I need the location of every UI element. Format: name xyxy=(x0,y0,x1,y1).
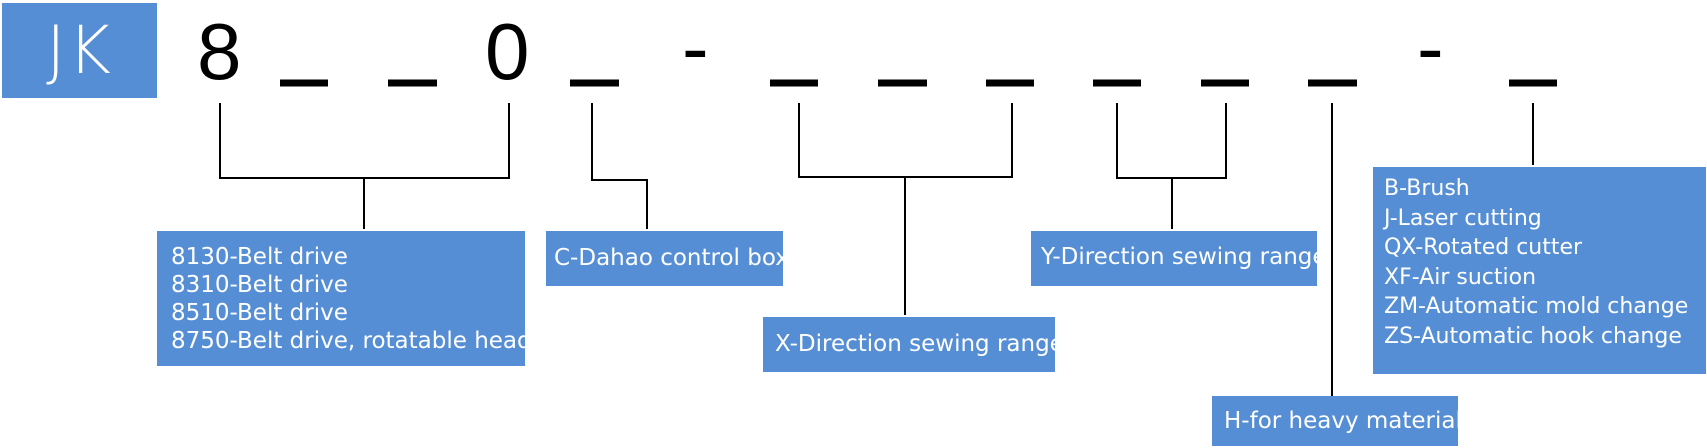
x-range-label: X-Direction sewing range xyxy=(775,331,1064,357)
model-line-3: 8510-Belt drive xyxy=(171,300,348,326)
option-laser-cutting: J-Laser cutting xyxy=(1384,205,1542,231)
heavy-box: H-for heavy material xyxy=(1212,396,1462,446)
y-range-box: Y-Direction sewing range xyxy=(1031,231,1327,286)
code-dash-1: - xyxy=(682,3,709,92)
model-line-4: 8750-Belt drive, rotatable head xyxy=(171,328,532,354)
y-range-bracket xyxy=(1116,103,1227,229)
heavy-label: H-for heavy material xyxy=(1224,408,1462,434)
options-box: B-Brush J-Laser cutting QX-Rotated cutte… xyxy=(1373,167,1706,374)
option-rotated-cutter: QX-Rotated cutter xyxy=(1384,235,1583,260)
code-dash-2: - xyxy=(1417,3,1444,92)
prefix-badge: JK xyxy=(2,3,157,98)
model-line-2: 8310-Belt drive xyxy=(171,272,348,298)
control-box: C-Dahao control box xyxy=(546,231,789,286)
model-bracket xyxy=(219,103,510,229)
x-range-bracket xyxy=(798,103,1013,315)
control-connector xyxy=(591,103,648,229)
option-air-suction: XF-Air suction xyxy=(1384,264,1537,290)
option-mold-change: ZM-Automatic mold change xyxy=(1384,294,1689,319)
code-digit-8: 8 xyxy=(197,7,242,96)
option-hook-change: ZS-Automatic hook change xyxy=(1384,323,1682,349)
model-box: 8130-Belt drive 8310-Belt drive 8510-Bel… xyxy=(157,231,532,366)
code-digit-0: 0 xyxy=(485,7,530,96)
control-label: C-Dahao control box xyxy=(554,245,789,271)
model-line-1: 8130-Belt drive xyxy=(171,244,348,270)
y-range-label: Y-Direction sewing range xyxy=(1041,244,1327,270)
x-range-box: X-Direction sewing range xyxy=(763,317,1064,372)
option-brush: B-Brush xyxy=(1384,176,1470,201)
